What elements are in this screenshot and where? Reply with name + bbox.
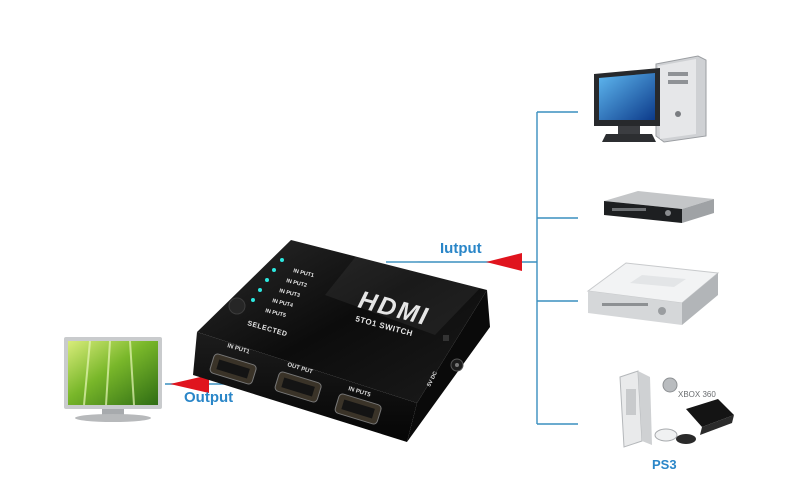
hdmi-switch: IN PUT1 IN PUT2 IN PUT3 IN PUT4 IN PUT5 … (193, 240, 490, 442)
output-label: Output (184, 389, 234, 406)
ps3-label: PS3 (652, 457, 677, 472)
tv-image (64, 337, 162, 422)
desktop-computer-image (594, 55, 707, 143)
dvd-player-image (604, 191, 714, 223)
xbox-label: XBOX 360 (678, 390, 716, 399)
led-label-1: IN PUT1 (293, 268, 315, 279)
switch-ports (209, 353, 382, 425)
output-arrow (170, 375, 209, 393)
led-label-2: IN PUT2 (286, 278, 308, 289)
led-label-4: IN PUT4 (272, 298, 295, 309)
bracket-line (536, 111, 578, 425)
led-label-3: IN PUT3 (279, 288, 301, 299)
game-consoles-image: XBOX 360 (619, 370, 734, 448)
led-label-5: IN PUT5 (265, 308, 287, 319)
input-arrow (486, 253, 522, 271)
bluray-player-image (586, 262, 720, 325)
input-label: Iutput (440, 240, 482, 257)
